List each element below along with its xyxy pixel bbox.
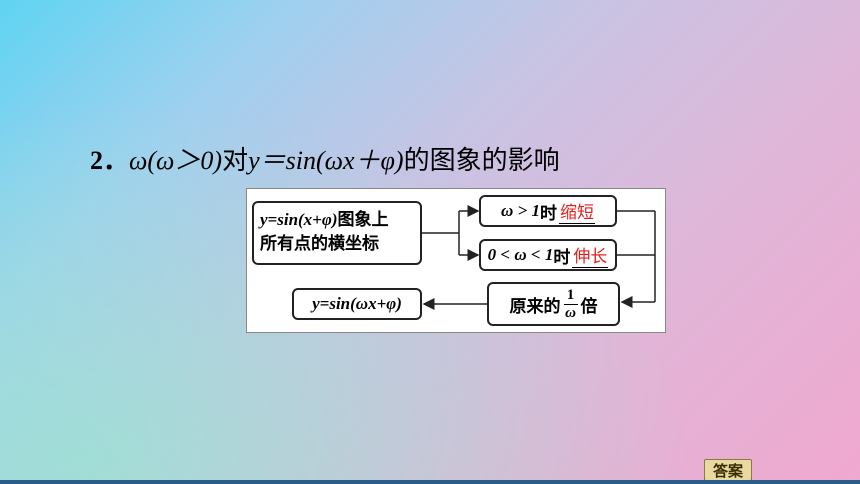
diagram-connectors: [422, 205, 656, 310]
heading-number: 2．: [90, 146, 130, 175]
case-omega-less-box: 0 < ω < 1 时 伸长: [479, 239, 617, 271]
source-text-1: 图象上: [337, 210, 389, 229]
heading-suffix: 的图象的影响: [403, 146, 560, 175]
heading-middle: 对: [222, 146, 249, 175]
case-gt-condition: ω > 1: [501, 201, 540, 220]
source-line-2: 所有点的横坐标: [260, 234, 379, 253]
source-line-1: y=sin(x+φ)图象上: [260, 208, 414, 232]
scale-fraction: 1 ω: [563, 286, 578, 321]
page-heading: 2．ω(ω＞0)对y＝sin(ωx＋φ)的图象的影响: [90, 140, 560, 177]
heading-function: y＝sin(ωx＋φ): [248, 146, 404, 175]
case-lt-answer: 伸长: [572, 242, 609, 268]
case-omega-greater-box: ω > 1 时 缩短: [479, 195, 617, 227]
source-box: y=sin(x+φ)图象上 所有点的横坐标: [252, 201, 422, 265]
answer-button[interactable]: 答案: [704, 459, 752, 481]
case-gt-answer: 缩短: [558, 198, 595, 224]
transformation-diagram: y=sin(x+φ)图象上 所有点的横坐标 ω > 1 时 缩短 0 < ω <…: [246, 188, 666, 333]
bottom-bar: [0, 480, 860, 484]
fraction-numerator: 1: [566, 286, 575, 303]
source-function: y=sin(x+φ): [260, 210, 338, 229]
case-lt-condition: 0 < ω < 1: [487, 245, 554, 264]
scale-box: 原来的 1 ω 倍: [487, 282, 620, 326]
heading-omega: ω(ω＞0): [129, 146, 223, 175]
fraction-bar: [563, 303, 578, 305]
result-function: y=sin(ωx+φ): [312, 294, 402, 313]
fraction-denominator: ω: [565, 304, 576, 321]
case-lt-time: 时: [553, 247, 571, 267]
case-gt-time: 时: [539, 203, 557, 223]
scale-prefix: 原来的: [509, 296, 561, 316]
result-box: y=sin(ωx+φ): [292, 288, 422, 320]
scale-suffix: 倍: [580, 296, 598, 316]
